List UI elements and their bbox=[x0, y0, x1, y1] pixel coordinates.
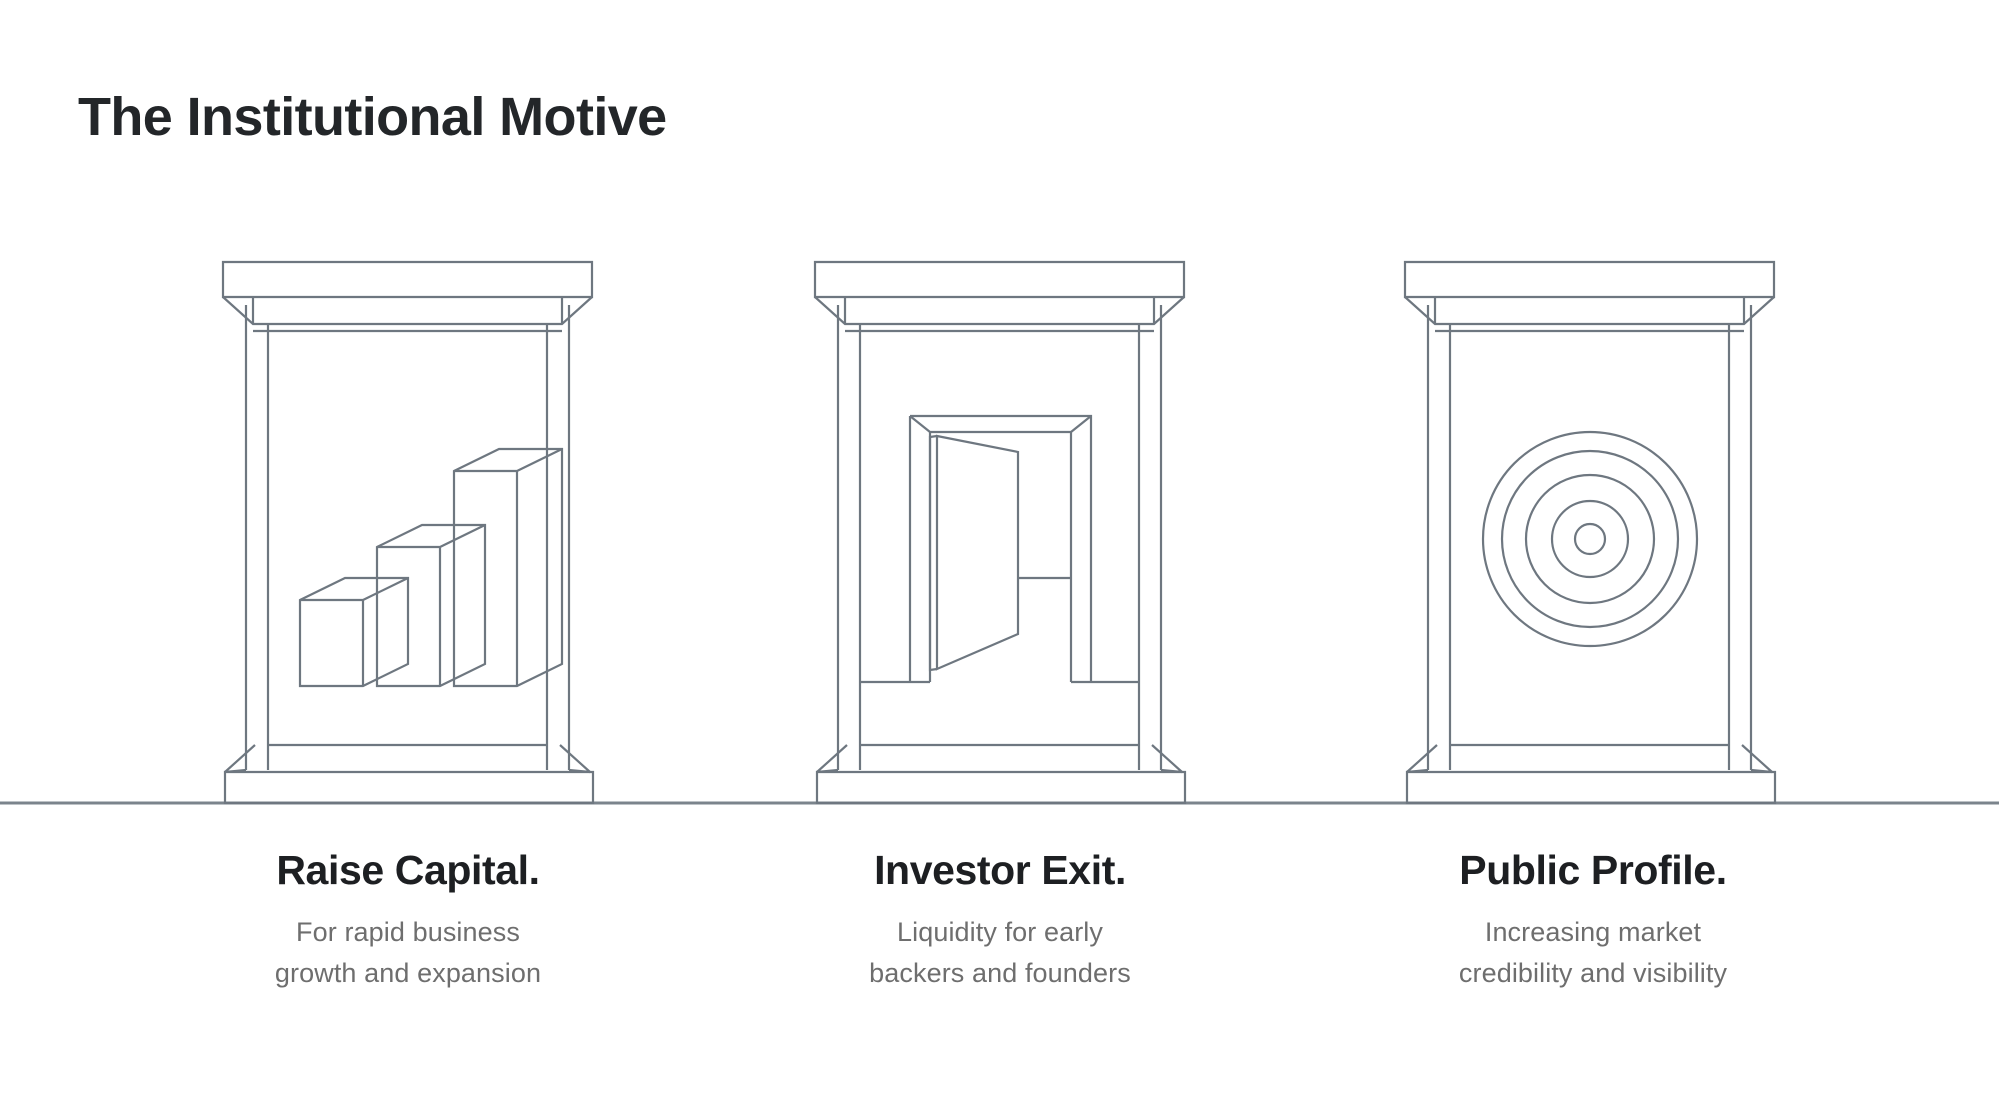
column-description-line1: Increasing market bbox=[1484, 917, 1702, 948]
bar-2-outline bbox=[375, 523, 487, 688]
pedestal-public-profile bbox=[1403, 260, 1777, 805]
page-title: The Institutional Motive bbox=[78, 87, 667, 148]
bar-3-outline bbox=[452, 447, 564, 688]
column-description-line2: backers and founders bbox=[869, 958, 1131, 989]
pedestal2-base-slab bbox=[815, 770, 1187, 805]
column-description-line2: growth and expansion bbox=[274, 958, 542, 989]
door-frame-outer bbox=[908, 414, 1093, 682]
bar-1-hidden-edges bbox=[300, 577, 409, 686]
bar-3-hidden-edges bbox=[454, 448, 563, 686]
pedestal3-base-bevel bbox=[1406, 744, 1773, 773]
bar-2-hidden-edges bbox=[377, 524, 486, 686]
column-description: For rapid business growth and expansion bbox=[173, 912, 643, 994]
column-description-line1: For rapid business bbox=[296, 917, 520, 948]
pedestal-base-bevel bbox=[224, 744, 591, 773]
door-frame-lintel-bevel bbox=[909, 415, 1092, 434]
pedestal2-base-bevel bbox=[816, 744, 1183, 773]
target-ring-4 bbox=[1550, 499, 1630, 579]
pedestal-base-slab bbox=[223, 770, 595, 805]
column-public-profile: Public Profile. Increasing market credib… bbox=[1358, 848, 1828, 994]
pedestal3-base-bevel2 bbox=[1406, 768, 1773, 774]
column-description: Increasing market credibility and visibi… bbox=[1358, 912, 1828, 994]
pedestal-cap-front bbox=[221, 260, 594, 299]
door-leaf-thickness bbox=[928, 434, 938, 672]
pedestal2-cap-soffit bbox=[814, 296, 1185, 326]
pedestal2-cap-front bbox=[813, 260, 1186, 299]
column-investor-exit: Investor Exit. Liquidity for early backe… bbox=[765, 848, 1235, 994]
target-ring-1 bbox=[1481, 430, 1699, 648]
pedestal3-cap-soffit bbox=[1404, 296, 1775, 326]
column-description-line2: credibility and visibility bbox=[1458, 958, 1728, 989]
concentric-target-icon bbox=[1481, 430, 1699, 648]
target-ring-3 bbox=[1524, 473, 1656, 605]
pedestal3-cap-front bbox=[1403, 260, 1776, 299]
column-description-line1: Liquidity for early bbox=[897, 917, 1103, 948]
target-center-dot bbox=[1573, 522, 1607, 556]
bar-chart-3d-icon bbox=[298, 447, 564, 688]
pedestal-base-bevel2 bbox=[224, 768, 591, 774]
column-title: Raise Capital. bbox=[276, 847, 540, 893]
column-raise-capital: Raise Capital. For rapid business growth… bbox=[173, 848, 643, 994]
column-description: Liquidity for early backers and founders bbox=[765, 912, 1235, 994]
pedestal-investor-exit bbox=[813, 260, 1187, 805]
door-leaf-face bbox=[935, 434, 1020, 671]
column-title: Investor Exit. bbox=[874, 847, 1126, 893]
pedestal3-base-slab bbox=[1405, 770, 1777, 805]
pedestal-cap-soffit bbox=[222, 296, 593, 326]
target-ring-2 bbox=[1500, 449, 1680, 629]
pedestal-raise-capital bbox=[221, 260, 595, 805]
bar-1-outline bbox=[298, 576, 410, 688]
open-door-icon bbox=[860, 414, 1139, 684]
pedestal2-base-bevel2 bbox=[816, 768, 1183, 774]
column-title: Public Profile. bbox=[1459, 847, 1727, 893]
